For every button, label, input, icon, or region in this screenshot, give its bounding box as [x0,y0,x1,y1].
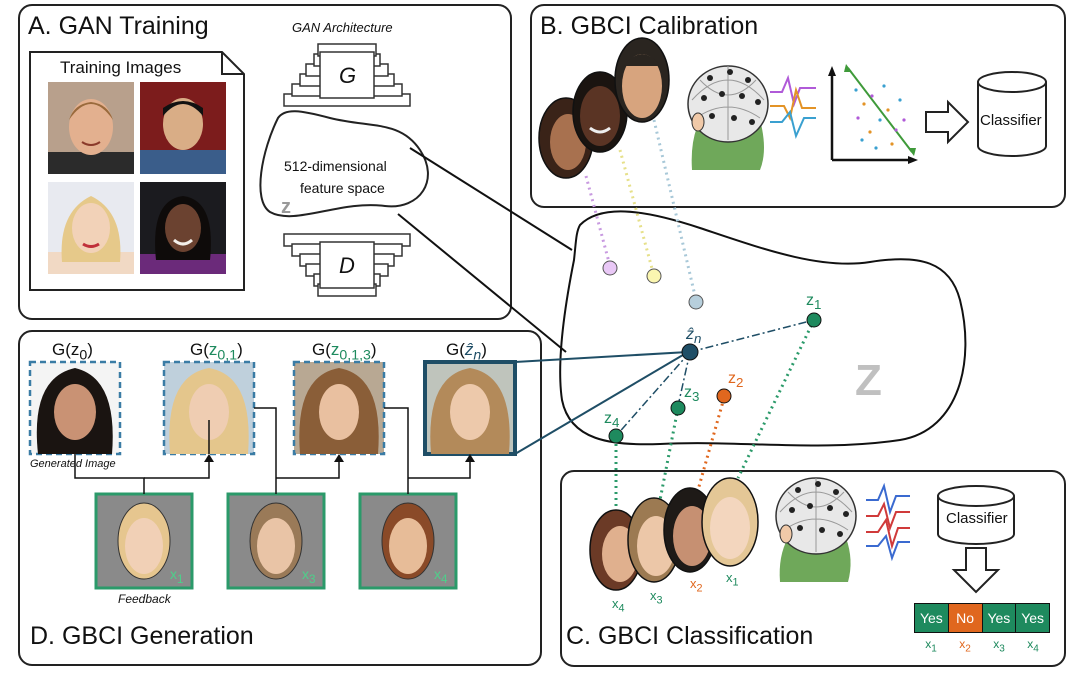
training-face-4 [140,182,226,274]
latent-point-z3 [670,400,686,416]
result-label-1: x1 [925,637,937,655]
latent-label-z2: z2 [728,370,744,391]
classification-label-x1: x1 [726,570,739,589]
classifier-label-b: Classifier [980,112,1042,129]
panel-c-title: C. GBCI Classification [566,622,814,650]
latent-label-z3: z3 [684,384,700,405]
latent-space-blob [559,210,967,447]
panel-d-title: D. GBCI Generation [30,622,254,650]
latent-label-z1: z1 [806,292,822,313]
discriminator-label: D [339,253,355,278]
feedback-tag-x3: x3 [302,566,316,586]
latent-space-z-label: Z [855,356,882,405]
calibration-point-yellow [646,268,662,284]
feature-space-label-1: 512-dimensional [284,158,387,174]
classification-results: Yes No Yes Yes x1 x2 x3 x4 [914,603,1050,657]
training-face-1 [48,82,134,174]
result-cell-1: Yes [915,604,949,632]
output-label-g-z013: G(z0,1,3) [312,340,377,364]
latent-point-z2 [716,388,732,404]
training-images-label: Training Images [60,58,182,77]
latent-label-zhat: ẑn [686,326,702,347]
result-cell-4: Yes [1016,604,1049,632]
generated-image-label: Generated Image [30,458,116,470]
gan-architecture-label: GAN Architecture [292,20,393,35]
output-label-g-z01: G(z0,1) [190,340,243,364]
feature-space-z-label: z [281,196,291,218]
panel-gbci-generation [18,330,542,666]
latent-point-z4 [608,428,624,444]
feedback-tag-x1: x1 [170,566,184,586]
classification-label-x3: x3 [650,588,663,607]
result-cell-2: No [948,604,983,632]
generator-label: G [339,63,357,88]
panel-b-title: B. GBCI Calibration [540,12,759,40]
output-label-g-z0: G(z0) [52,340,93,364]
result-label-3: x3 [993,637,1005,655]
classification-label-x4: x4 [612,596,625,615]
latent-point-z1 [806,312,822,328]
latent-label-z4: z4 [604,410,620,431]
calibration-point-purple [602,260,618,276]
calibration-point-blue [688,294,704,310]
classifier-label-c: Classifier [946,510,1008,527]
training-face-2 [140,82,226,174]
feature-space-label-2: feature space [300,180,385,196]
panel-a-title: A. GAN Training [28,12,209,40]
feedback-tag-x4: x4 [434,566,448,586]
output-label-g-zhat: G(ẑn) [446,340,487,364]
result-label-4: x4 [1027,637,1039,655]
feedback-label: Feedback [118,592,171,606]
classification-label-x2: x2 [690,576,703,595]
result-cell-3: Yes [982,604,1017,632]
training-face-3 [48,182,134,274]
latent-point-zhat [681,343,699,361]
result-label-2: x2 [959,637,971,655]
